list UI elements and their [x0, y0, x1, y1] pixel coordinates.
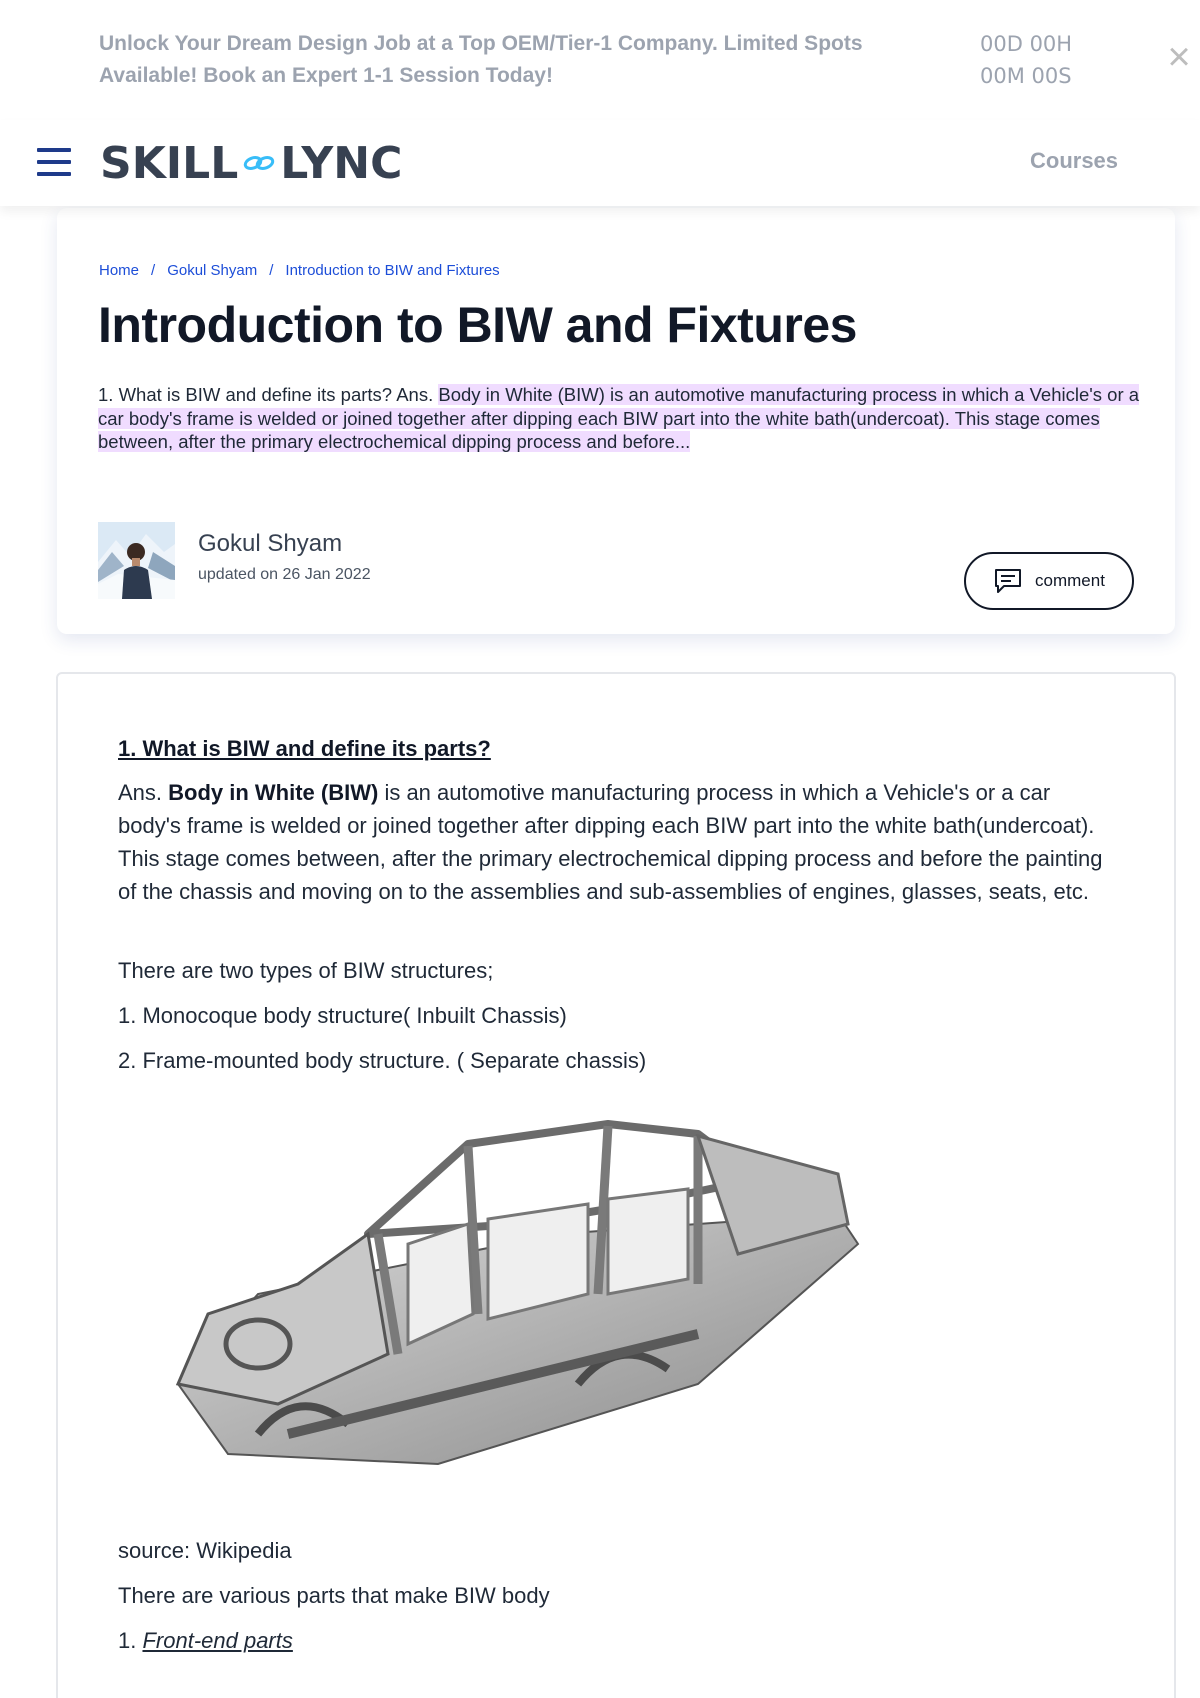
comment-icon [995, 569, 1022, 593]
biw-car-body-image [175, 1120, 860, 1466]
nav-courses-link[interactable]: Courses [1030, 148, 1119, 173]
part-item-1: 1. Front-end parts [118, 1624, 1118, 1657]
type-item-2: 2. Frame-mounted body structure. ( Separ… [118, 1048, 647, 1073]
breadcrumb-separator: / [269, 262, 274, 279]
author-avatar[interactable] [98, 522, 175, 599]
close-icon[interactable]: × [1167, 35, 1191, 79]
article-header-card: Home / Gokul Shyam / Introduction to BIW… [57, 208, 1175, 634]
parts-intro: There are various parts that make BIW bo… [118, 1583, 550, 1608]
avatar-photo [98, 522, 175, 599]
answer-text: is an automotive manufacturing process i… [118, 780, 1103, 904]
type-item-1: 1. Monocoque body structure( Inbuilt Cha… [118, 1003, 567, 1028]
hamburger-menu-icon[interactable] [37, 148, 71, 176]
types-intro: There are two types of BIW structures; [118, 958, 494, 983]
promo-text[interactable]: Unlock Your Dream Design Job at a Top OE… [99, 32, 863, 87]
comment-button[interactable]: comment [964, 552, 1134, 610]
front-end-parts-link[interactable]: Front-end parts [142, 1628, 293, 1653]
link-chain-icon [244, 156, 275, 170]
answer-prefix: Ans. [118, 780, 169, 805]
timer-days-hours: 00D 00H [980, 32, 1073, 56]
comment-label: comment [1035, 571, 1105, 590]
excerpt-plain: 1. What is BIW and define its parts? Ans… [98, 384, 439, 405]
skill-lync-logo[interactable]: SKILL LYNC [100, 136, 402, 190]
breadcrumb-separator: / [151, 262, 156, 279]
answer-bold-term: Body in White (BIW) [168, 780, 379, 805]
breadcrumb: Home / Gokul Shyam / Introduction to BIW… [99, 262, 500, 279]
answer-paragraph: Ans. Body in White (BIW) is an automotiv… [118, 776, 1118, 908]
article-content: 1. What is BIW and define its parts? Ans… [56, 672, 1176, 1698]
countdown-timer: 00D 00H 00M 00S [980, 28, 1072, 92]
breadcrumb-home[interactable]: Home [99, 262, 140, 279]
article-excerpt: 1. What is BIW and define its parts? Ans… [98, 383, 1158, 454]
breadcrumb-author[interactable]: Gokul Shyam [167, 262, 258, 279]
author-name[interactable]: Gokul Shyam [198, 530, 343, 557]
navbar: SKILL LYNC Courses [0, 120, 1200, 206]
breadcrumb-current[interactable]: Introduction to BIW and Fixtures [285, 262, 500, 279]
timer-minutes-seconds: 00M 00S [980, 64, 1072, 88]
updated-date: updated on 26 Jan 2022 [198, 566, 371, 583]
image-source: source: Wikipedia [118, 1538, 292, 1563]
logo-text-left: SKILL [100, 137, 239, 189]
promo-banner: Unlock Your Dream Design Job at a Top OE… [0, 0, 1200, 120]
logo-text-right: LYNC [280, 137, 403, 189]
part-item-number: 1. [118, 1628, 143, 1653]
question-heading: 1. What is BIW and define its parts? [118, 736, 491, 761]
page-title: Introduction to BIW and Fixtures [98, 297, 857, 353]
